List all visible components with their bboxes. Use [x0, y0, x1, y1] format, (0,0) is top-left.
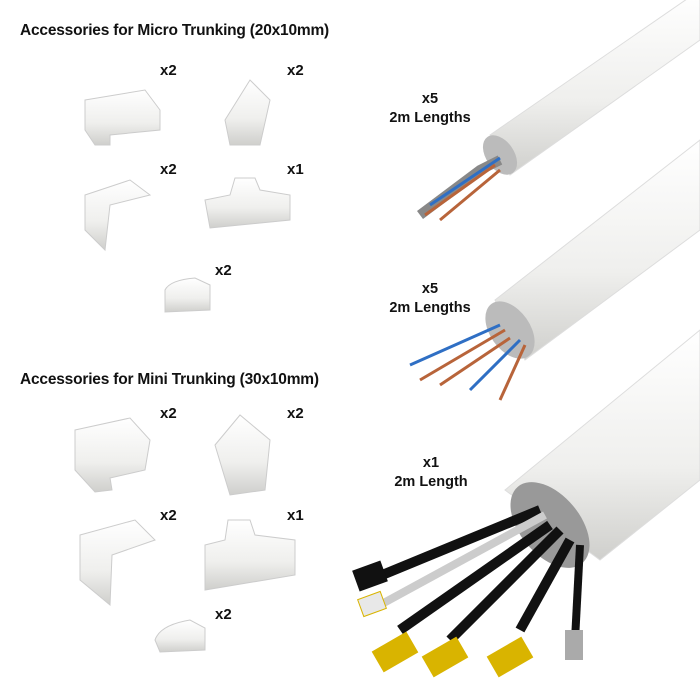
length-count: x5 [421, 281, 439, 297]
trunking-length-mini [409, 139, 700, 401]
length-count: x1 [422, 455, 440, 471]
length-label: x5 2m Lengths [375, 280, 485, 318]
quantity-label: x2 [160, 405, 177, 422]
mini-accessories-title: Accessories for Mini Trunking (30x10mm) [20, 371, 319, 388]
micro-accessories [84, 79, 291, 313]
quantity-label: x2 [215, 606, 232, 623]
length-text: 2m Lengths [389, 110, 471, 126]
quantity-label: x2 [160, 507, 177, 524]
length-label: x1 2m Length [376, 454, 486, 492]
length-text: 2m Length [394, 474, 468, 490]
quantity-label: x1 [287, 161, 304, 178]
quantity-label: x2 [160, 161, 177, 178]
length-count: x5 [421, 91, 439, 107]
trunking-length-large [352, 329, 700, 678]
quantity-label: x2 [287, 62, 304, 79]
length-text: 2m Lengths [389, 300, 471, 316]
quantity-label: x2 [160, 62, 177, 79]
trunking-length-micro [417, 0, 700, 222]
quantity-label: x1 [287, 507, 304, 524]
quantity-label: x2 [215, 262, 232, 279]
quantity-label: x2 [287, 405, 304, 422]
length-label: x5 2m Lengths [375, 90, 485, 128]
micro-accessories-title: Accessories for Micro Trunking (20x10mm) [20, 22, 330, 39]
mini-accessories [74, 414, 296, 653]
